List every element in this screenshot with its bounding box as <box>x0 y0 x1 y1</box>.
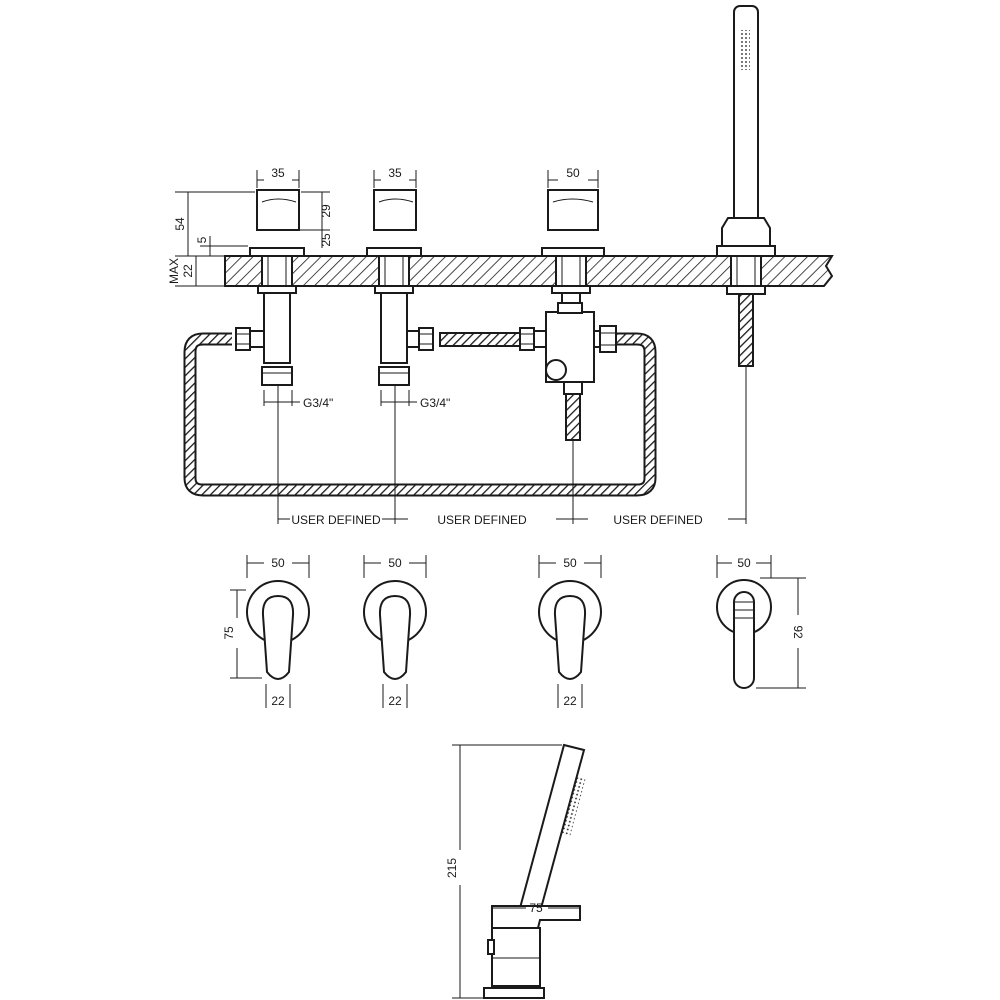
dim-valve-middle-width: 35 <box>388 166 402 180</box>
valve-left-outlet <box>261 366 293 386</box>
dim-flange: 5 <box>195 236 209 243</box>
dim-overall-height: 54 <box>173 217 187 231</box>
valve-middle-body <box>380 292 408 364</box>
handset-side-dimensions: 215 75 <box>445 744 580 999</box>
plan-valve-middle <box>363 580 427 680</box>
dim-user-defined-3: USER DEFINED <box>613 513 703 527</box>
dim-plan-width-1: 50 <box>271 556 285 570</box>
valve-middle-lever <box>373 189 417 231</box>
valve-left-body <box>263 292 291 364</box>
dim-plan-lever-3: 22 <box>563 694 577 708</box>
dim-plan-width-2: 50 <box>388 556 402 570</box>
dim-user-defined-2: USER DEFINED <box>437 513 527 527</box>
handset-spray-face <box>740 30 750 70</box>
diverter-valve <box>519 189 617 441</box>
dim-thread-mid: G3/4" <box>420 396 450 410</box>
handset-side-body <box>491 927 541 987</box>
dim-user-defined-1: USER DEFINED <box>291 513 381 527</box>
handset-side-handle <box>518 743 586 914</box>
plan-diverter <box>538 580 602 680</box>
plan-handset <box>716 579 772 689</box>
dim-diverter-width: 50 <box>566 166 580 180</box>
dim-valve-left-width: 35 <box>271 166 285 180</box>
dim-plan-height: 75 <box>222 626 236 640</box>
dim-plan-width-3: 50 <box>563 556 577 570</box>
valve-middle-nut <box>378 255 410 287</box>
dim-plan-lever-2: 22 <box>388 694 402 708</box>
plan-valve-left <box>246 580 310 680</box>
deck-section <box>175 255 834 287</box>
handset-nut <box>730 255 762 287</box>
dim-handset-base: 75 <box>529 901 543 915</box>
dim-plan-lever-1: 22 <box>271 694 285 708</box>
valve-left-nut <box>261 255 293 287</box>
valve-left <box>235 189 305 386</box>
handset-side-view: 215 75 <box>445 743 586 999</box>
valve-middle-outlet <box>378 366 410 386</box>
diverter-nut <box>555 255 587 287</box>
valve-middle <box>366 189 434 386</box>
valve-left-lever <box>256 189 300 231</box>
diverter-lever <box>547 189 599 231</box>
dim-body-height: 25 <box>319 233 333 247</box>
top-dimensions: 35 35 50 54 5 22 MAX 29 25 G3/4" G3/4 <box>167 166 747 527</box>
dim-thread-left: G3/4" <box>303 396 333 410</box>
dim-handset-height: 215 <box>445 858 459 878</box>
dim-max-deck: 22 <box>181 264 195 278</box>
handset-side-base <box>483 987 545 999</box>
dim-plan-width-4: 50 <box>737 556 751 570</box>
handset-post <box>716 5 776 367</box>
dim-max-label: MAX <box>167 258 181 284</box>
flexible-hose <box>183 332 657 497</box>
dim-lever-height: 29 <box>319 204 333 218</box>
plan-view: 50 50 50 50 75 22 22 22 <box>222 555 806 708</box>
dim-plan-handset-height: 92 <box>791 625 805 639</box>
plan-dimensions: 50 50 50 50 75 22 22 22 <box>222 555 806 708</box>
